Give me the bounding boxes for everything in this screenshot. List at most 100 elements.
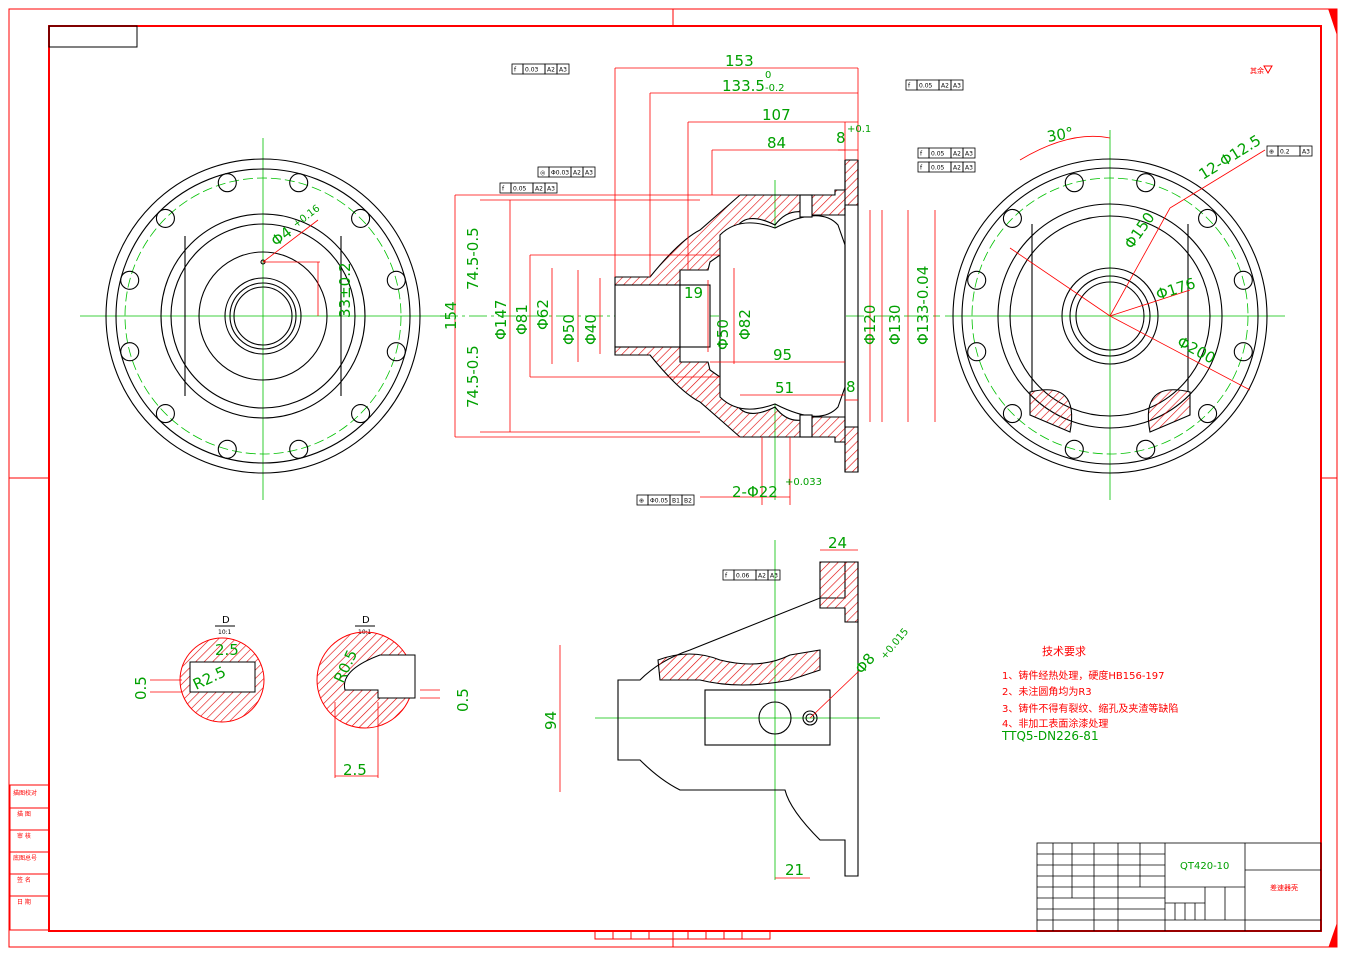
tolerance-cell: A2 [535, 186, 543, 193]
bolt-hole [1198, 208, 1218, 228]
tolerance-cell: 0.05 [931, 151, 945, 158]
tolerance-cell: Φ0.03 [551, 170, 569, 177]
dim-2-phi22: 2-Φ22 [732, 483, 778, 501]
bolt-hole [1064, 439, 1084, 459]
tolerance-cell: A3 [770, 573, 778, 580]
strip-label-3: 底图总号 [13, 854, 37, 862]
detail2-dim-0-5: 0.5 [454, 688, 472, 712]
bolt-hole [120, 342, 140, 362]
dim-phi4: Φ4 [268, 223, 296, 250]
bottom-view [595, 540, 880, 880]
bolt-hole [155, 208, 175, 228]
bolt-hole [217, 439, 237, 459]
dim-12-phi12: 12-Φ12.5 [1196, 131, 1265, 183]
tolerance-cell: 0.05 [513, 186, 527, 193]
tolerance-cell: 0.05 [919, 83, 933, 90]
tolerance-cell: f [908, 83, 911, 90]
tolerance-frame: f 0.05 A2 A3 [917, 147, 976, 159]
main-section [440, 159, 940, 500]
bolt-hole [386, 270, 406, 290]
dim-phi50-b: Φ50 [714, 319, 732, 350]
bolt-hole [289, 173, 309, 193]
dim-phi50: Φ50 [560, 314, 578, 345]
dim-154: 154 [442, 301, 460, 330]
bolt-hole [217, 173, 237, 193]
tolerance-cell: A2 [941, 83, 949, 90]
dim-phi120: Φ120 [861, 305, 879, 345]
dim-84: 84 [767, 134, 786, 152]
strip-label-1: 描 图 [17, 810, 31, 818]
dim-phi82: Φ82 [736, 309, 754, 340]
main-section-labels: 153 133.5 0 -0.2 107 84 8 +0.1 154 74.5-… [442, 52, 932, 501]
tech-req-title: 技术要求 [1042, 645, 1086, 658]
dim-phi81: Φ81 [513, 304, 531, 335]
title-material: QT420-10 [1180, 861, 1229, 872]
tolerance-cell: A3 [559, 67, 567, 74]
tolerance-cell: A3 [1302, 149, 1310, 156]
tolerance-cell: f [725, 573, 728, 580]
tolerance-cell: f [920, 151, 923, 158]
title-part-name: 差速器壳 [1270, 883, 1298, 892]
tolerance-cell: A2 [547, 67, 555, 74]
bolt-hole [1002, 208, 1022, 228]
dim-94: 94 [542, 711, 560, 730]
roughness-note: 其余 [1250, 66, 1264, 75]
dim-phi133: Φ133-0.04 [914, 266, 932, 345]
detail-view-2: D 10:1 R0.5 2.5 0.5 [316, 615, 472, 779]
dim-phi176: Φ176 [1154, 274, 1198, 304]
bolt-hole [351, 208, 371, 228]
tolerance-cell: A2 [953, 165, 961, 172]
tolerance-cell: A2 [953, 151, 961, 158]
bottom-view-dims [559, 549, 861, 879]
tolerance-cell: f [920, 165, 923, 172]
dim-phi130: Φ130 [886, 305, 904, 345]
detail2-label: D [362, 615, 370, 626]
tolerance-cell: 0.2 [1280, 149, 1290, 156]
tolerance-cell: A3 [965, 151, 973, 158]
dim-phi150: Φ150 [1121, 209, 1159, 252]
dim-33: 33±0.2 [336, 262, 354, 318]
tolerance-cell: A3 [585, 170, 593, 177]
detail2-dim-2-5: 2.5 [343, 761, 367, 779]
dim-30deg: 30° [1046, 124, 1075, 146]
bolt-hole [120, 270, 140, 290]
tech-req-item-3: 4、非加工表面涂漆处理 [1002, 717, 1108, 730]
main-section-dims [454, 67, 936, 505]
tolerance-cell: Φ0.05 [650, 498, 668, 505]
bolt-hole [967, 342, 987, 362]
bolt-hole [351, 404, 371, 424]
dim-133-5-tolm: -0.2 [765, 83, 785, 94]
bolt-hole [1233, 270, 1253, 290]
dim-153: 153 [725, 52, 754, 70]
bolt-hole [386, 342, 406, 362]
dim-phi147: Φ147 [492, 300, 510, 340]
dim-107: 107 [762, 106, 791, 124]
detail1-dim-0-5: 0.5 [132, 676, 150, 700]
dim-8-b: 8 [846, 378, 856, 396]
tolerance-cell: A3 [547, 186, 555, 193]
bolt-hole [1198, 404, 1218, 424]
bolt-hole [967, 270, 987, 290]
dim-phi62: Φ62 [534, 299, 552, 330]
tech-requirements: 技术要求 1、铸件经热处理，硬度HB156-197 2、未注圆角均为R3 3、铸… [1001, 645, 1178, 743]
tolerance-frame: f 0.05 A2 A3 [905, 79, 964, 91]
bolt-hole [1136, 439, 1156, 459]
dim-19: 19 [684, 284, 703, 302]
strip-label-2: 审 核 [17, 832, 31, 840]
detail-view-1: D 10:1 2.5 R2.5 0.5 [132, 615, 265, 723]
dim-8: 8 [836, 129, 846, 147]
bolt-hole [155, 404, 175, 424]
tolerance-cell: ◎ [540, 170, 545, 177]
sheet-frame [8, 8, 1338, 948]
tech-req-item-4: TTQ5-DN226-81 [1001, 729, 1099, 743]
tolerance-cell: A3 [953, 83, 961, 90]
tolerance-cell: ⊕ [1269, 149, 1274, 156]
dim-51: 51 [775, 379, 794, 397]
tolerance-cell: A2 [758, 573, 766, 580]
strip-label-4: 签 名 [17, 876, 31, 884]
bolt-hole [1002, 404, 1022, 424]
